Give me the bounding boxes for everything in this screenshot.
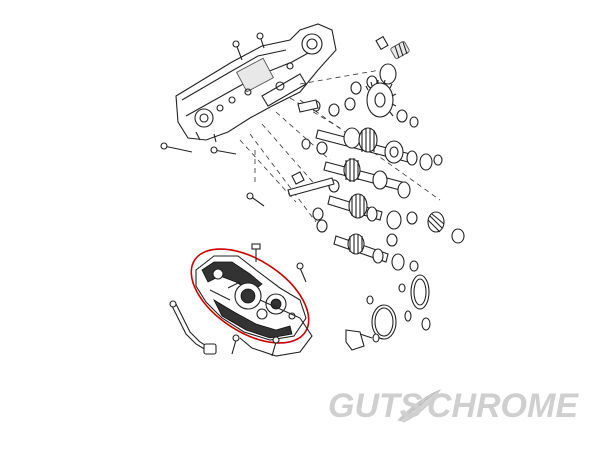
cover-gasket (239, 299, 313, 357)
assembly-lines (239, 69, 441, 223)
clutch-parts (345, 274, 431, 351)
mainshaft (301, 127, 443, 171)
highlight-ellipse (190, 248, 310, 344)
gear-cluster-upper (311, 35, 419, 128)
primary-cover (195, 255, 307, 341)
cover-fasteners (231, 243, 307, 357)
crankcase-bolts (160, 32, 265, 207)
gear-cluster-lower (312, 193, 465, 244)
shift-shaft (287, 99, 335, 197)
gear-cluster-bottom (333, 233, 419, 272)
feather-icon (397, 389, 442, 423)
crankcase-housing (175, 23, 337, 143)
countershaft (323, 158, 411, 199)
oil-line (169, 300, 217, 355)
